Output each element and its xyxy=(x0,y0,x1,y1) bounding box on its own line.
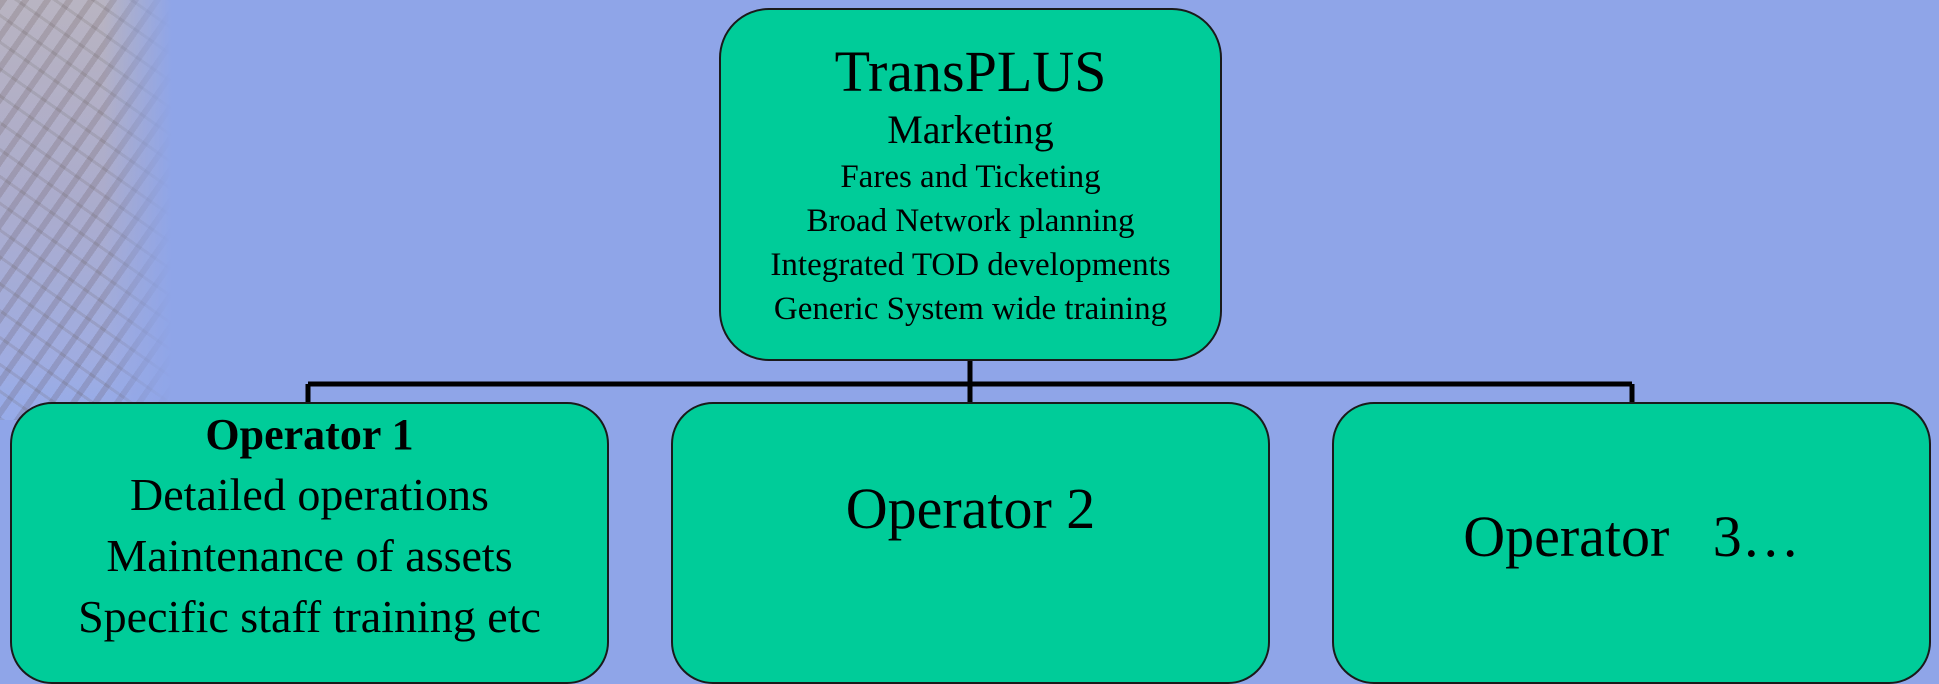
operator-2-title: Operator 2 xyxy=(845,476,1096,541)
operator-1-item: Specific staff training etc xyxy=(78,590,541,642)
background-photo-fade xyxy=(0,0,172,420)
transplus-subtitle: Marketing xyxy=(887,106,1054,152)
transplus-item: Fares and Ticketing xyxy=(840,158,1101,195)
transplus-item: Broad Network planning xyxy=(806,202,1135,239)
operator-1-title: Operator 1 xyxy=(205,409,414,459)
transplus-item: Integrated TOD developments xyxy=(770,246,1171,283)
operator-3-title: Operator 3… xyxy=(1463,504,1800,569)
operator-1-node: Operator 1 Detailed operations Maintenan… xyxy=(10,402,609,684)
transplus-node: TransPLUS Marketing Fares and Ticketing … xyxy=(719,8,1222,361)
transplus-title: TransPLUS xyxy=(834,38,1107,104)
operator-1-item: Detailed operations xyxy=(130,468,489,520)
operator-1-item: Maintenance of assets xyxy=(106,529,513,581)
operator-3-node: Operator 3… xyxy=(1332,402,1931,684)
operator-2-node: Operator 2 xyxy=(671,402,1270,684)
transplus-item: Generic System wide training xyxy=(773,290,1168,327)
